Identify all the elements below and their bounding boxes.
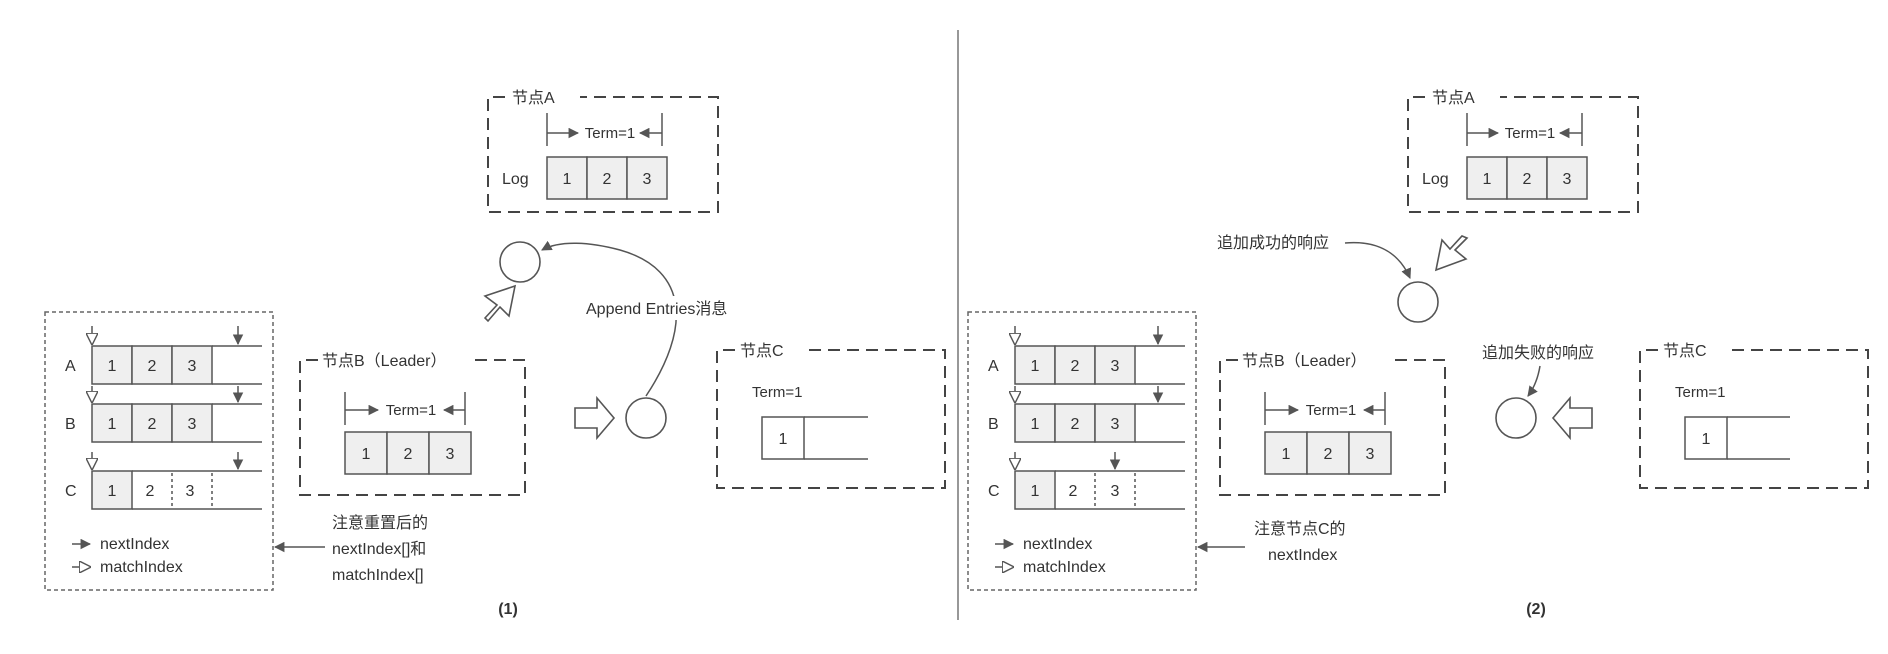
cell-value: 1 — [108, 358, 117, 375]
cell-value: 1 — [1031, 483, 1040, 500]
cell-value: 3 — [188, 416, 197, 433]
cell-value: 2 — [148, 358, 157, 375]
cell-value: 3 — [1111, 358, 1120, 375]
panel-1: 节点A Term=1 Log 1 2 3 A 1 2 3 — [44, 89, 946, 618]
node-c-box: 节点C Term=1 1 — [716, 342, 946, 489]
note-line-1: 注意重置后的 — [332, 513, 428, 532]
log-value: 1 — [1702, 431, 1711, 448]
cell-value: 3 — [1111, 416, 1120, 433]
node-b-border — [1219, 359, 1446, 496]
node-b-box: 节点B（Leader） Term=1 1 2 3 — [299, 352, 526, 496]
response-arrow-from-a — [1434, 235, 1469, 272]
log-value: 3 — [643, 171, 652, 188]
response-arrow-from-c — [1551, 395, 1593, 441]
node-c-term: Term=1 — [1675, 384, 1725, 401]
node-c-term: Term=1 — [752, 384, 802, 401]
node-c-border — [1639, 349, 1869, 489]
cell-value: 2 — [1071, 358, 1080, 375]
cell-value: 2 — [148, 416, 157, 433]
append-entries-label: Append Entries消息 — [586, 300, 727, 318]
log-value: 3 — [446, 446, 455, 463]
node-c-border — [716, 349, 946, 489]
node-b-term: Term=1 — [386, 402, 436, 419]
index-table-border — [44, 311, 274, 591]
log-value: 2 — [1324, 446, 1333, 463]
note-line-2: nextIndex[]和 — [332, 540, 426, 558]
log-value: 2 — [603, 171, 612, 188]
cell-value: 1 — [108, 483, 117, 500]
success-response-pointer — [1344, 241, 1412, 279]
row-label-c: C — [65, 483, 77, 500]
fail-response-circle — [1495, 397, 1537, 439]
log-value: 1 — [779, 431, 788, 448]
node-a-term: Term=1 — [1505, 125, 1555, 142]
row-label-a: A — [988, 358, 999, 375]
fail-response-label: 追加失败的响应 — [1482, 343, 1594, 362]
cell-value: 1 — [108, 416, 117, 433]
cell-value: 2 — [1071, 416, 1080, 433]
message-circle-to-c — [625, 397, 667, 439]
send-arrow-to-c — [574, 395, 616, 441]
node-a-title: 节点A — [1432, 89, 1475, 107]
log-value: 2 — [404, 446, 413, 463]
node-b-title: 节点B（Leader） — [1242, 352, 1367, 370]
log-cell — [626, 156, 668, 200]
legend-match-index: matchIndex — [1023, 559, 1106, 576]
node-a-box: 节点A Term=1 Log 1 2 3 — [487, 89, 719, 213]
node-a-box-2: 节点A Term=1 Log 1 2 3 — [1407, 89, 1639, 213]
index-table-border — [967, 311, 1197, 591]
node-b-box-2: 节点B（Leader） Term=1 1 2 3 — [1219, 352, 1446, 496]
caption-1: (1) — [498, 601, 518, 618]
log-value: 1 — [1282, 446, 1291, 463]
success-response-circle — [1397, 281, 1439, 323]
node-b-border — [299, 359, 526, 496]
append-entries-arrow — [541, 240, 677, 397]
node-a-border — [487, 96, 719, 213]
cell-value: 3 — [1111, 483, 1120, 500]
cell-value: 2 — [146, 483, 155, 500]
cell-value: 3 — [186, 483, 195, 500]
log-value: 1 — [1483, 171, 1492, 188]
row-label-c: C — [988, 483, 1000, 500]
legend-match-index: matchIndex — [100, 559, 183, 576]
log-cell — [546, 156, 588, 200]
node-a-log-label: Log — [1422, 171, 1449, 188]
cell-value: 1 — [1031, 358, 1040, 375]
leader-index-table-2: A 1 2 3 B 1 2 3 C — [967, 311, 1197, 591]
log-value: 3 — [1563, 171, 1572, 188]
row-label-b: B — [65, 416, 76, 433]
node-a-log-label: Log — [502, 171, 529, 188]
fail-response-pointer — [1527, 365, 1541, 397]
note-line-2: nextIndex — [1268, 547, 1337, 564]
node-a-title: 节点A — [512, 89, 555, 107]
panel-2: 节点A Term=1 Log 1 2 3 A 1 2 3 — [967, 89, 1869, 618]
row-label-a: A — [65, 358, 76, 375]
success-response-label: 追加成功的响应 — [1217, 233, 1329, 252]
log-value: 1 — [563, 171, 572, 188]
log-value: 1 — [362, 446, 371, 463]
row-label-b: B — [988, 416, 999, 433]
caption-2: (2) — [1526, 601, 1546, 618]
node-a-term: Term=1 — [585, 125, 635, 142]
legend-next-index: nextIndex — [100, 536, 169, 553]
log-value: 3 — [1366, 446, 1375, 463]
note-line-1: 注意节点C的 — [1254, 519, 1346, 538]
cell-value: 2 — [1069, 483, 1078, 500]
note-line-3: matchIndex[] — [332, 567, 424, 584]
node-b-term: Term=1 — [1306, 402, 1356, 419]
node-a-border — [1407, 96, 1639, 213]
node-c-title: 节点C — [740, 342, 784, 360]
message-circle-to-a — [499, 241, 541, 283]
cell-value: 3 — [188, 358, 197, 375]
log-value: 2 — [1523, 171, 1532, 188]
node-b-title: 节点B（Leader） — [322, 352, 447, 370]
send-arrow-to-a — [483, 284, 517, 323]
leader-index-table: A 1 2 3 B 1 2 3 C — [44, 311, 274, 591]
node-c-box-2: 节点C Term=1 1 — [1639, 342, 1869, 489]
legend-next-index: nextIndex — [1023, 536, 1092, 553]
cell-value: 1 — [1031, 416, 1040, 433]
node-c-title: 节点C — [1663, 342, 1707, 360]
